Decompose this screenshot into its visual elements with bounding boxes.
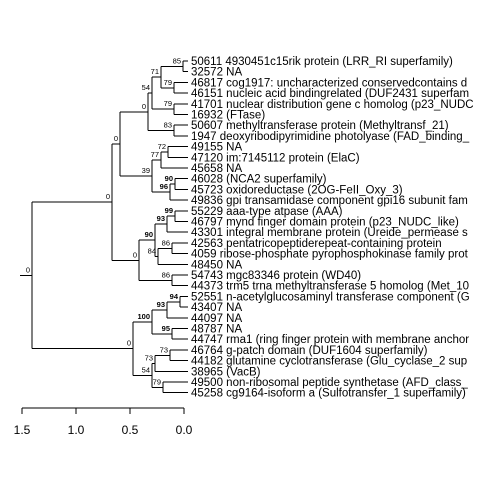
support-value: 83 [164,121,172,130]
leaf-label: 49500 non-ribosomal peptide synthetase (… [191,377,468,389]
support-value: 79 [164,78,172,87]
support-value: 79 [164,99,172,108]
scale-axis: 1.5 1.0 0.5 0.0 [14,423,193,437]
leaf-label: 52551 n-acetylglucosaminyl transferase c… [191,291,470,303]
leaf-label: 46028 (NCA2 superfamily) [191,174,327,186]
leaf-label: 1947 deoxyribodipyrimidine photolyase (F… [191,131,470,143]
leaf-label: 55229 aaa-type atpase (AAA) [191,206,343,218]
support-value: 73 [145,353,153,362]
leaf-label: 46797 mynd finger domain protein (p23_NU… [191,217,459,229]
support-value: 0 [127,339,131,348]
scale-tick-label: 0.5 [122,423,139,437]
support-values: 8579717954830727790963909993868490860094… [26,56,181,386]
support-value: 93 [157,300,165,309]
leaf-label: 49155 NA [191,142,242,154]
leaf-label: 16932 (FTase) [191,110,265,122]
support-value: 39 [142,166,150,175]
support-value: 0 [142,102,146,111]
support-value: 99 [165,206,173,215]
leaf-label: 44747 rma1 (ring finger protein with mem… [191,334,469,346]
support-value: 90 [165,174,173,183]
support-value: 86 [162,238,170,247]
leaf-label: 46764 g-patch domain (DUF1604 superfamil… [191,345,428,357]
leaf-labels: 50611 4930451c15rik protein (LRR_RI supe… [191,56,474,400]
scale-tick-label: 1.0 [68,423,85,437]
leaf-label: 50607 methyltransferase protein (Methylt… [191,120,449,132]
scale-tick-label: 0.0 [176,423,193,437]
support-value: 94 [170,292,179,301]
leaf-label: 54743 mgc83346 protein (WD40) [191,270,361,282]
leaf-label: 47120 im:7145112 protein (ElaC) [191,152,360,164]
leaf-label: 50611 4930451c15rik protein (LRR_RI supe… [191,56,453,68]
leaf-label: 44097 NA [191,313,242,325]
support-value: 96 [160,182,168,191]
leaf-label: 45658 NA [191,163,242,175]
leaf-label: 49836 gpi transamidase component gpi16 s… [191,195,468,207]
support-value: 72 [158,142,166,151]
leaf-label: 44373 trm5 trna methyltransferase 5 homo… [191,281,469,293]
support-value: 84 [148,246,156,255]
support-value: 0 [106,192,110,201]
leaf-label: 41701 nuclear distribution gene c homolo… [191,99,474,111]
support-value: 93 [157,214,165,223]
support-value: 77 [151,150,159,159]
leaf-label: 48787 NA [191,324,242,336]
tree-branches [20,60,188,414]
leaf-label: 46151 nucleic acid bindingrelated (DUF24… [191,88,469,100]
support-value: 0 [114,134,118,143]
leaf-label: 44182 glutamine cyclotransferase (Glu_cy… [191,356,467,368]
leaf-label: 46817 cog1917: uncharacterized conserved… [191,77,467,89]
leaf-label: 45723 oxidoreductase (2OG-FeII_Oxy_3) [191,184,403,196]
leaf-label: 43407 NA [191,302,242,314]
support-value: 100 [137,312,150,321]
support-value: 79 [153,377,161,386]
support-value: 54 [142,365,150,374]
leaf-label: 42563 pentatricopeptiderepeat-containing… [191,238,442,250]
support-value: 73 [160,345,168,354]
support-value: 0 [133,250,137,259]
scale-tick-label: 1.5 [14,423,31,437]
support-value: 95 [162,324,170,333]
leaf-label: 45258 cg9164-isoform a (Sulfotransfer_1 … [191,388,466,400]
support-value: 85 [173,56,181,65]
leaf-label: 38965 (VacB) [191,366,261,378]
leaf-label: 48450 NA [191,259,242,271]
support-value: 0 [26,265,30,274]
leaf-label: 43301 integral membrane protein (Ureide_… [191,227,468,239]
support-value: 90 [145,230,153,239]
support-value: 86 [162,270,170,279]
support-value: 71 [151,67,159,76]
leaf-label: 4059 ribose-phosphate pyrophosphokinase … [191,249,469,261]
leaf-label: 32572 NA [191,67,242,79]
support-value: 54 [142,83,150,92]
